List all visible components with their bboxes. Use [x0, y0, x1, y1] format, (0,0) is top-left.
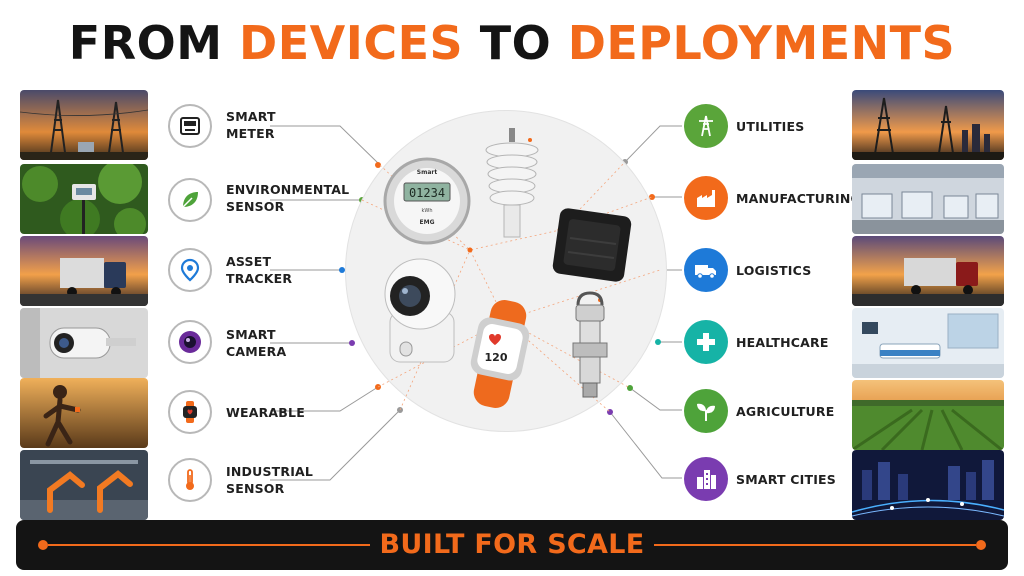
device-label-line1: WEARABLE	[226, 405, 305, 420]
footer-right-line	[654, 544, 976, 546]
photo-truck-highway	[20, 236, 148, 306]
device-label-line2: CAMERA	[226, 344, 287, 359]
camera-lens-icon	[168, 320, 212, 364]
photo-environmental-sensor	[20, 164, 148, 234]
footer-left-line	[48, 544, 370, 546]
city-buildings-icon	[684, 457, 728, 501]
page-title: FROM DEVICES TO DEPLOYMENTS	[0, 10, 1024, 76]
device-label-line1: SMART	[226, 327, 276, 342]
device-label-line1: ENVIRONMENTAL	[226, 182, 350, 197]
factory-icon	[684, 176, 728, 220]
device-label-line1: ASSET	[226, 254, 272, 269]
smart-meter-icon	[168, 104, 212, 148]
sprout-icon	[684, 389, 728, 433]
photo-logistics-truck	[852, 236, 1004, 306]
smartwatch-icon	[168, 390, 212, 434]
photo-security-camera	[20, 308, 148, 378]
location-pin-icon	[168, 248, 212, 292]
device-label-line2: SENSOR	[226, 481, 285, 496]
photo-factory-floor	[852, 164, 1004, 234]
device-hub-circle	[345, 110, 667, 432]
device-label-smart-camera: SMART CAMERA	[226, 326, 286, 360]
photo-power-lines	[20, 90, 148, 160]
leaf-icon	[168, 178, 212, 222]
photo-runner-wearable	[20, 378, 148, 448]
deployment-label-agriculture: AGRICULTURE	[736, 404, 835, 419]
photo-industrial-robots	[20, 450, 148, 520]
device-label-line1: SMART	[226, 109, 276, 124]
footer-label: BUILT FOR SCALE	[379, 529, 645, 560]
thermometer-icon	[168, 458, 212, 502]
device-label-asset-tracker: ASSET TRACKER	[226, 253, 292, 287]
title-part-from: FROM	[68, 16, 240, 70]
photo-farm-field	[852, 380, 1004, 450]
footer-right-dot	[976, 540, 986, 550]
device-label-environmental-sensor: ENVIRONMENTAL SENSOR	[226, 181, 349, 215]
deployment-label-manufacturing: MANUFACTURING	[736, 191, 861, 206]
deployment-label-smart-cities: SMART CITIES	[736, 472, 837, 487]
photo-hospital-room	[852, 308, 1004, 378]
device-label-industrial-sensor: INDUSTRIAL SENSOR	[226, 463, 313, 497]
footer-banner: BUILT FOR SCALE	[16, 520, 1008, 570]
device-label-line2: TRACKER	[226, 271, 293, 286]
device-label-line1: INDUSTRIAL	[226, 464, 314, 479]
title-part-to: TO	[463, 16, 568, 70]
photo-utilities-grid	[852, 90, 1004, 160]
medical-cross-icon	[684, 320, 728, 364]
truck-icon	[684, 248, 728, 292]
device-label-line2: SENSOR	[226, 199, 285, 214]
power-tower-icon	[684, 104, 728, 148]
title-part-deployments: DEPLOYMENTS	[567, 16, 956, 70]
deployment-label-healthcare: HEALTHCARE	[736, 335, 829, 350]
deployment-label-logistics: LOGISTICS	[736, 263, 812, 278]
deployment-label-utilities: UTILITIES	[736, 119, 805, 134]
device-label-line2: METER	[226, 126, 275, 141]
footer-left-dot	[38, 540, 48, 550]
device-label-wearable: WEARABLE	[226, 404, 305, 421]
device-label-smart-meter: SMART METER	[226, 108, 276, 142]
photo-smart-city-night	[852, 450, 1004, 520]
title-part-devices: DEVICES	[239, 16, 464, 70]
